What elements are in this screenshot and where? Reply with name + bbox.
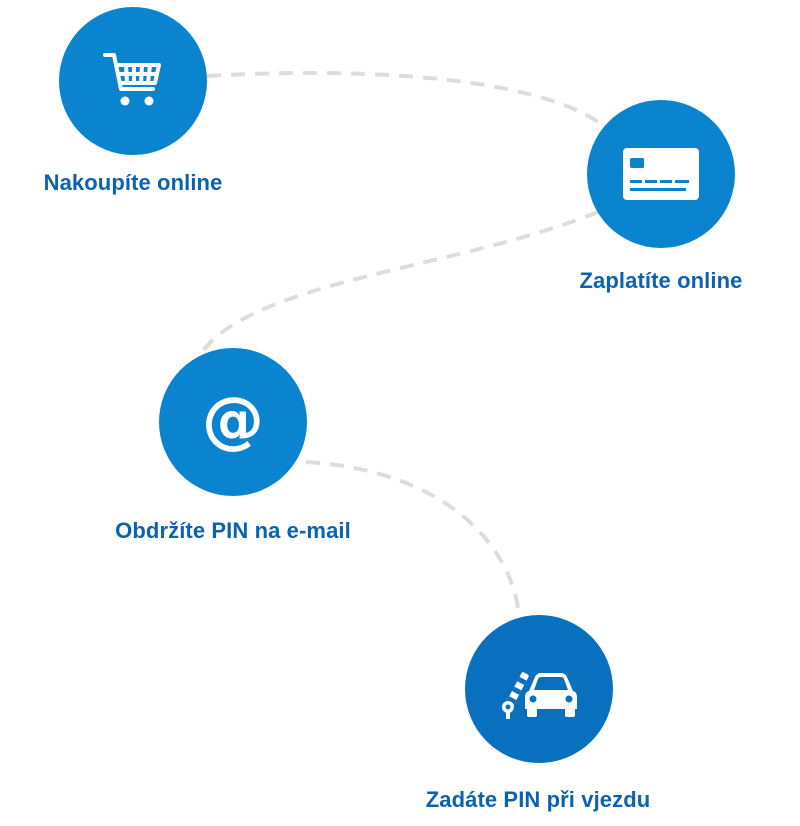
at-sign-icon: @ [202,383,264,456]
connector-1-2 [206,70,603,126]
step-1-label: Nakoupíte online [43,170,223,195]
step-3-label: Obdržíte PIN na e-mail [115,518,351,543]
step-1-circle [59,7,207,155]
shopping-cart-icon [103,53,161,106]
connector-2-3 [200,210,599,354]
credit-card-icon [623,148,699,200]
car-barrier-icon [502,672,577,719]
step-2-label: Zaplatíte online [579,268,743,293]
step-4-label: Zadáte PIN při vjezdu [425,787,651,812]
connector-3-4 [305,460,521,615]
step-2-circle [587,100,735,248]
step-4-circle [465,615,613,763]
step-3-circle: @ [159,348,307,496]
